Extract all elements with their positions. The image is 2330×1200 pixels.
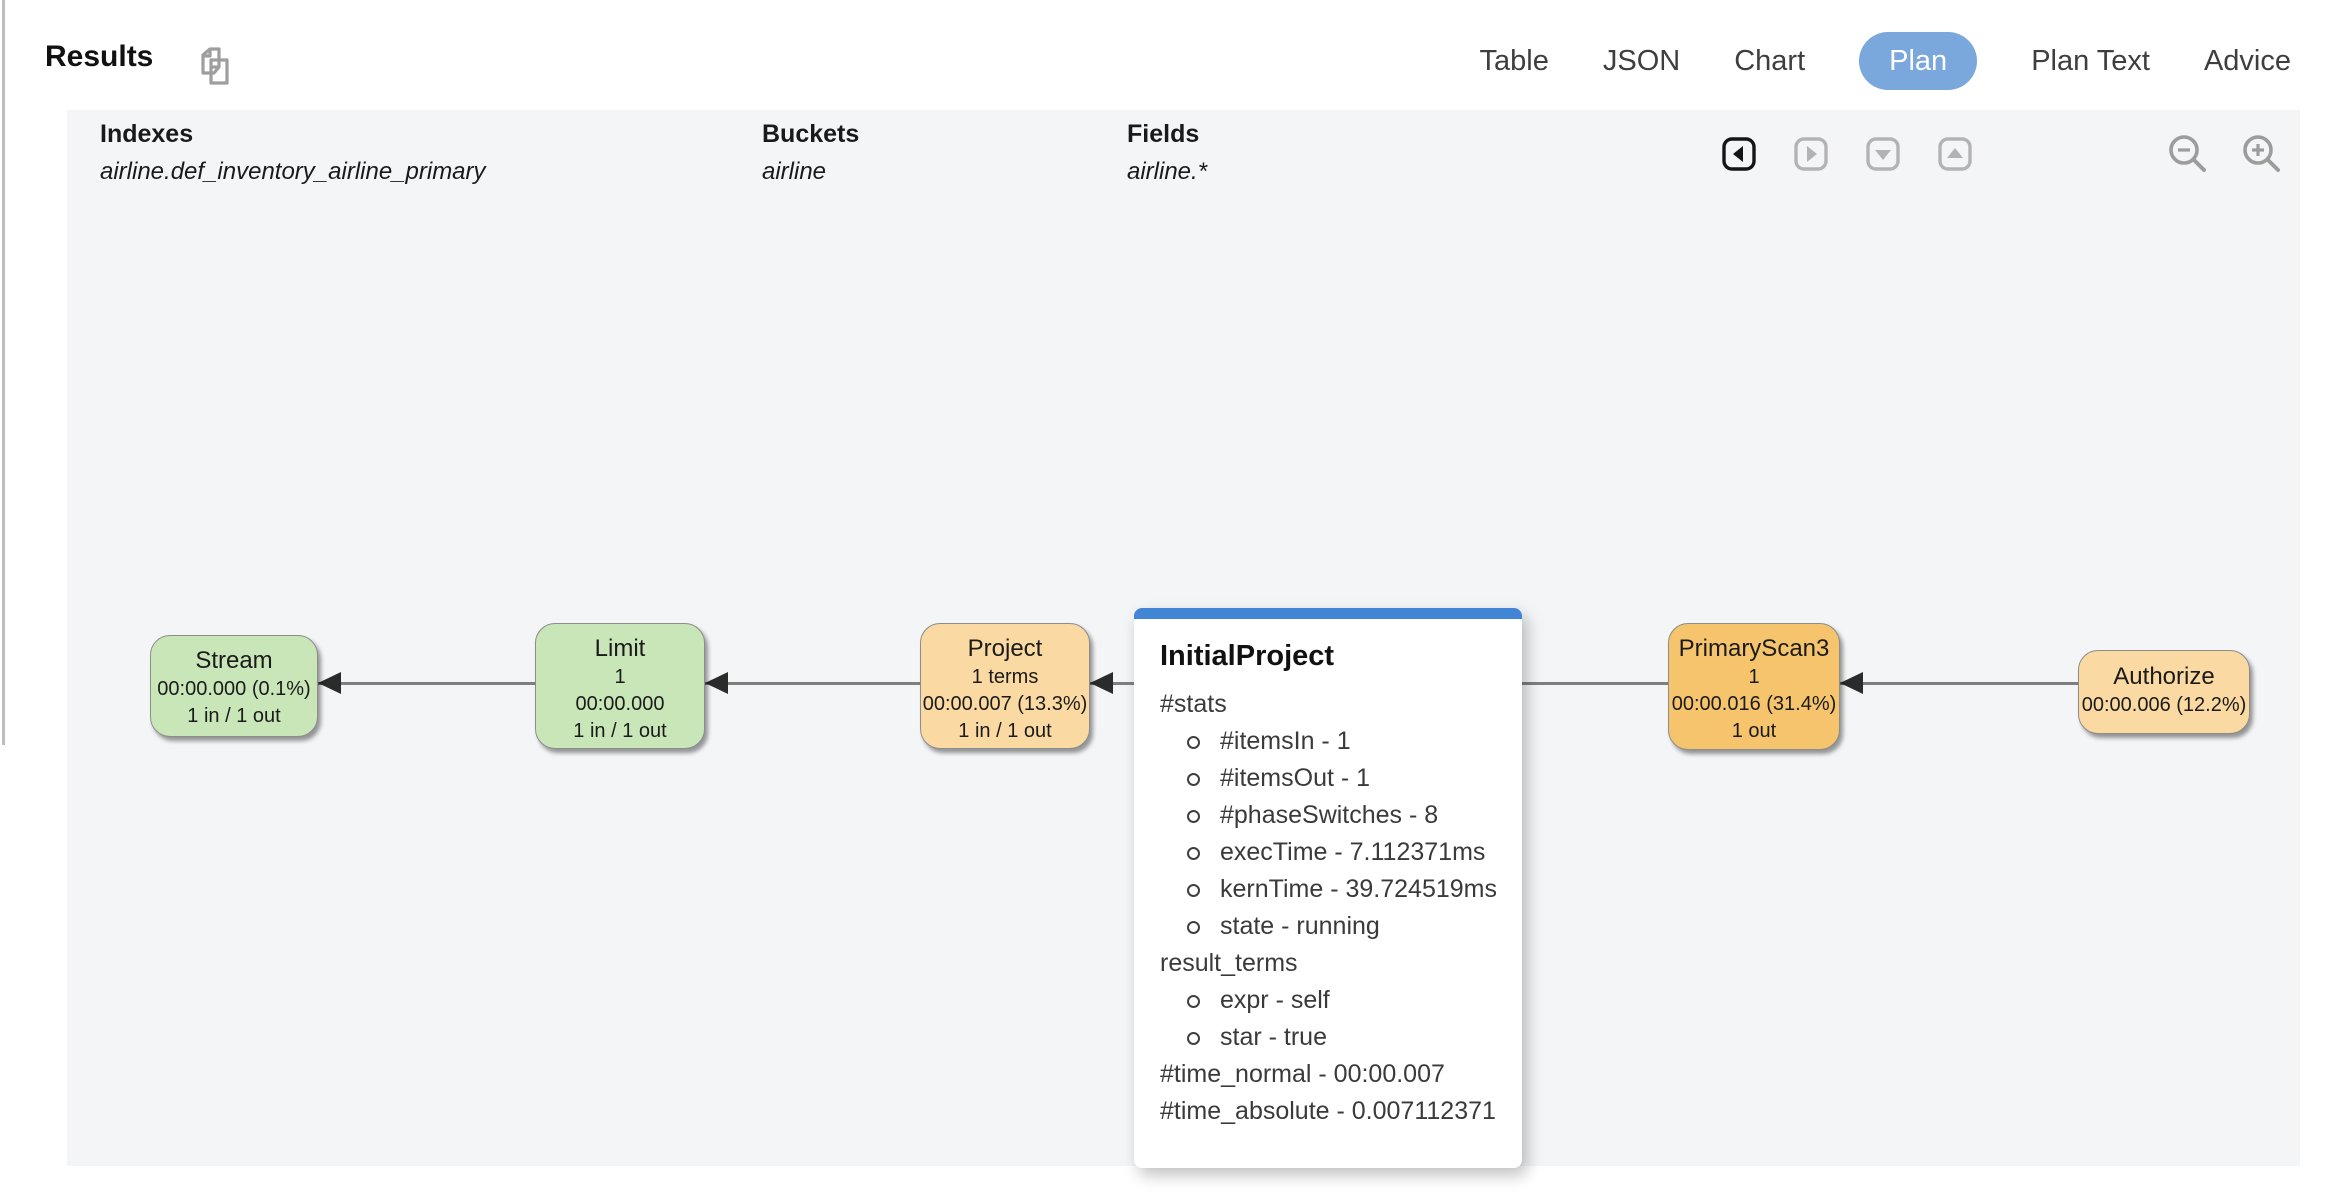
copy-results-icon[interactable] — [192, 42, 240, 92]
node-detail: 1 in / 1 out — [187, 705, 281, 727]
zoom-in-icon[interactable] — [2240, 132, 2284, 176]
tooltip-stat: state - running — [1134, 908, 1522, 945]
node-detail: 00:00.000 — [575, 693, 665, 715]
fields-label: Fields — [1127, 120, 1200, 148]
node-detail: 1 in / 1 out — [958, 720, 1052, 742]
node-detail: 1 out — [1731, 720, 1777, 742]
arrowhead-limit — [705, 672, 728, 694]
node-detail: 00:00.000 (0.1%) — [157, 678, 311, 700]
buckets-value: airline — [762, 158, 827, 185]
tab-plan-text[interactable]: Plan Text — [2031, 44, 2150, 77]
tooltip-stat: execTime - 7.112371ms — [1134, 834, 1522, 871]
edge-project-limit — [705, 682, 920, 685]
tooltip-stat: #phaseSwitches - 8 — [1134, 797, 1522, 834]
tooltip-stat: kernTime - 39.724519ms — [1134, 871, 1522, 908]
tooltip-stat: #itemsOut - 1 — [1134, 760, 1522, 797]
tooltip-footer-line: #time_absolute - 0.007112371 — [1160, 1097, 1496, 1125]
orient-left-button[interactable] — [1722, 137, 1756, 171]
tooltip-stat: star - true — [1134, 1019, 1522, 1056]
node-tooltip: InitialProject #stats #itemsIn - 1 #item… — [1134, 608, 1522, 1168]
node-title: Stream — [195, 647, 273, 674]
plan-node-primaryscan3[interactable]: PrimaryScan3 1 00:00.016 (31.4%) 1 out — [1668, 623, 1840, 750]
node-title: PrimaryScan3 — [1678, 635, 1830, 662]
edge-limit-stream — [318, 682, 535, 685]
node-detail: 00:00.006 (12.2%) — [2081, 694, 2247, 716]
arrowhead-project — [1090, 672, 1113, 694]
tooltip-accent-bar — [1134, 608, 1522, 619]
node-detail: 1 in / 1 out — [573, 720, 667, 742]
plan-node-authorize[interactable]: Authorize 00:00.006 (12.2%) — [2078, 650, 2250, 734]
tab-table[interactable]: Table — [1479, 44, 1549, 77]
plan-node-project[interactable]: Project 1 terms 00:00.007 (13.3%) 1 in /… — [920, 623, 1090, 749]
node-title: Limit — [594, 635, 646, 662]
tooltip-stat: #itemsIn - 1 — [1134, 723, 1522, 760]
tab-plan[interactable]: Plan — [1859, 32, 1978, 90]
buckets-meta: Buckets airline — [762, 120, 859, 186]
tooltip-section-heading: #stats — [1160, 690, 1227, 718]
fields-meta: Fields airline.* — [1127, 120, 1207, 186]
indexes-value: airline.def_inventory_airline_primary — [100, 158, 486, 185]
orient-right-button[interactable] — [1794, 137, 1828, 171]
pane-splitter[interactable] — [2, 0, 5, 745]
zoom-out-icon[interactable] — [2166, 132, 2210, 176]
tooltip-body: #stats #itemsIn - 1 #itemsOut - 1 #phase… — [1134, 686, 1522, 1130]
node-detail: 1 — [1748, 666, 1760, 688]
results-tab-bar: Table JSON Chart Plan Plan Text Advice — [1480, 31, 2291, 91]
node-title: Authorize — [2113, 663, 2215, 690]
node-title: Project — [967, 635, 1043, 662]
tab-json[interactable]: JSON — [1602, 44, 1681, 77]
fields-value: airline.* — [1127, 158, 1208, 185]
tooltip-title: InitialProject — [1160, 640, 1335, 672]
plan-diagram-panel: Indexes airline.def_inventory_airline_pr… — [67, 110, 2300, 1168]
tooltip-stat: expr - self — [1134, 982, 1522, 1019]
edge-authorize-primaryscan — [1840, 682, 2078, 685]
node-detail: 00:00.016 (31.4%) — [1671, 693, 1837, 715]
plan-node-limit[interactable]: Limit 1 00:00.000 1 in / 1 out — [535, 623, 705, 749]
orient-up-button[interactable] — [1938, 137, 1972, 171]
tab-advice[interactable]: Advice — [2203, 44, 2291, 77]
orient-down-button[interactable] — [1866, 137, 1900, 171]
tooltip-section-heading: result_terms — [1160, 949, 1298, 977]
tooltip-footer-line: #time_normal - 00:00.007 — [1160, 1060, 1445, 1088]
buckets-label: Buckets — [762, 120, 860, 148]
node-detail: 1 terms — [971, 666, 1039, 688]
indexes-label: Indexes — [100, 120, 194, 148]
page-title: Results — [45, 40, 154, 73]
plan-node-stream[interactable]: Stream 00:00.000 (0.1%) 1 in / 1 out — [150, 635, 318, 737]
tab-chart[interactable]: Chart — [1734, 44, 1806, 77]
arrowhead-primaryscan — [1840, 672, 1863, 694]
node-detail: 1 — [614, 666, 626, 688]
node-detail: 00:00.007 (13.3%) — [922, 693, 1088, 715]
arrowhead-stream — [318, 672, 341, 694]
indexes-meta: Indexes airline.def_inventory_airline_pr… — [100, 120, 486, 186]
